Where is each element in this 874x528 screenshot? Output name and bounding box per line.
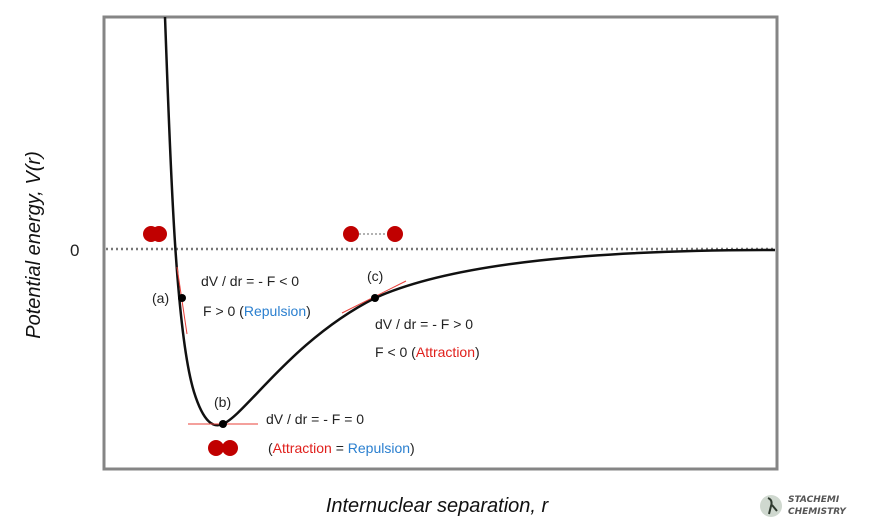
point-a-force: F > 0 (Repulsion) (203, 303, 311, 319)
point-c-derivative: dV / dr = - F > 0 (375, 316, 473, 332)
atoms-separated (343, 226, 403, 242)
zero-label: 0 (70, 241, 79, 260)
atoms-compressed (143, 226, 167, 242)
y-axis-label: Potential energy, V(r) (23, 151, 45, 339)
potential-curve (163, 16, 776, 427)
svg-text:CHEMISTRY: CHEMISTRY (788, 507, 847, 517)
point-a (178, 294, 186, 302)
point-b-balance: (Attraction = Repulsion) (268, 440, 415, 456)
point-c-label: (c) (367, 268, 383, 284)
point-b (219, 420, 227, 428)
point-b-label: (b) (214, 394, 231, 410)
svg-text:STACHEMI: STACHEMI (788, 495, 840, 505)
point-c-force: F < 0 (Attraction) (375, 344, 480, 360)
point-a-derivative: dV / dr = - F < 0 (201, 273, 299, 289)
stachemi-logo: STACHEMI CHEMISTRY (760, 495, 847, 517)
point-b-derivative: dV / dr = - F = 0 (266, 411, 364, 427)
x-axis-label: Internuclear separation, r (326, 495, 550, 517)
plot-frame (102, 15, 779, 471)
point-a-label: (a) (152, 290, 169, 306)
point-c (371, 294, 379, 302)
svg-text:Potential energy, V(r): Potential energy, V(r) (23, 151, 45, 339)
atoms-equilibrium (208, 440, 238, 456)
